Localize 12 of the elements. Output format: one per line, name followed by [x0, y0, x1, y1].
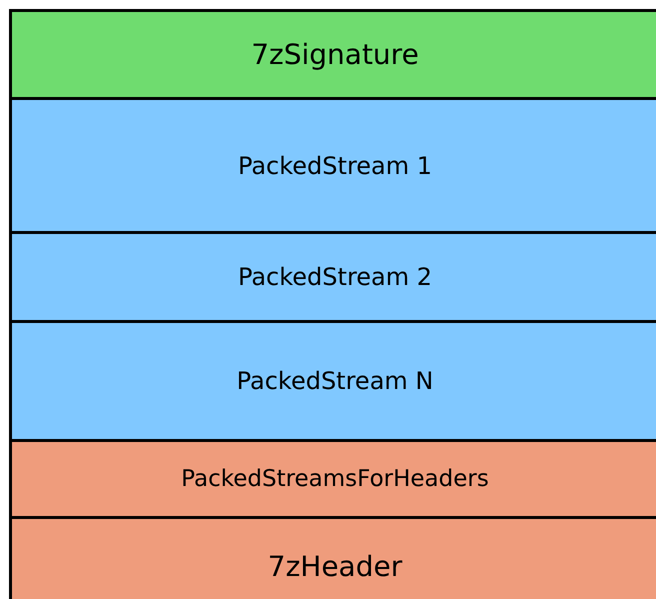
section-label: PackedStream N — [236, 367, 434, 395]
section-label: PackedStreamsForHeaders — [181, 466, 490, 492]
section-band — [9, 9, 656, 100]
section-label: PackedStream 2 — [238, 263, 434, 291]
section-band — [9, 516, 656, 599]
section-label: 7zHeader — [268, 550, 404, 582]
section-band — [9, 97, 656, 234]
section-band — [9, 320, 656, 442]
section-band — [9, 439, 656, 519]
section-label: 7zSignature — [251, 38, 420, 71]
section-band — [9, 231, 656, 323]
section-label: PackedStream 1 — [238, 152, 434, 180]
